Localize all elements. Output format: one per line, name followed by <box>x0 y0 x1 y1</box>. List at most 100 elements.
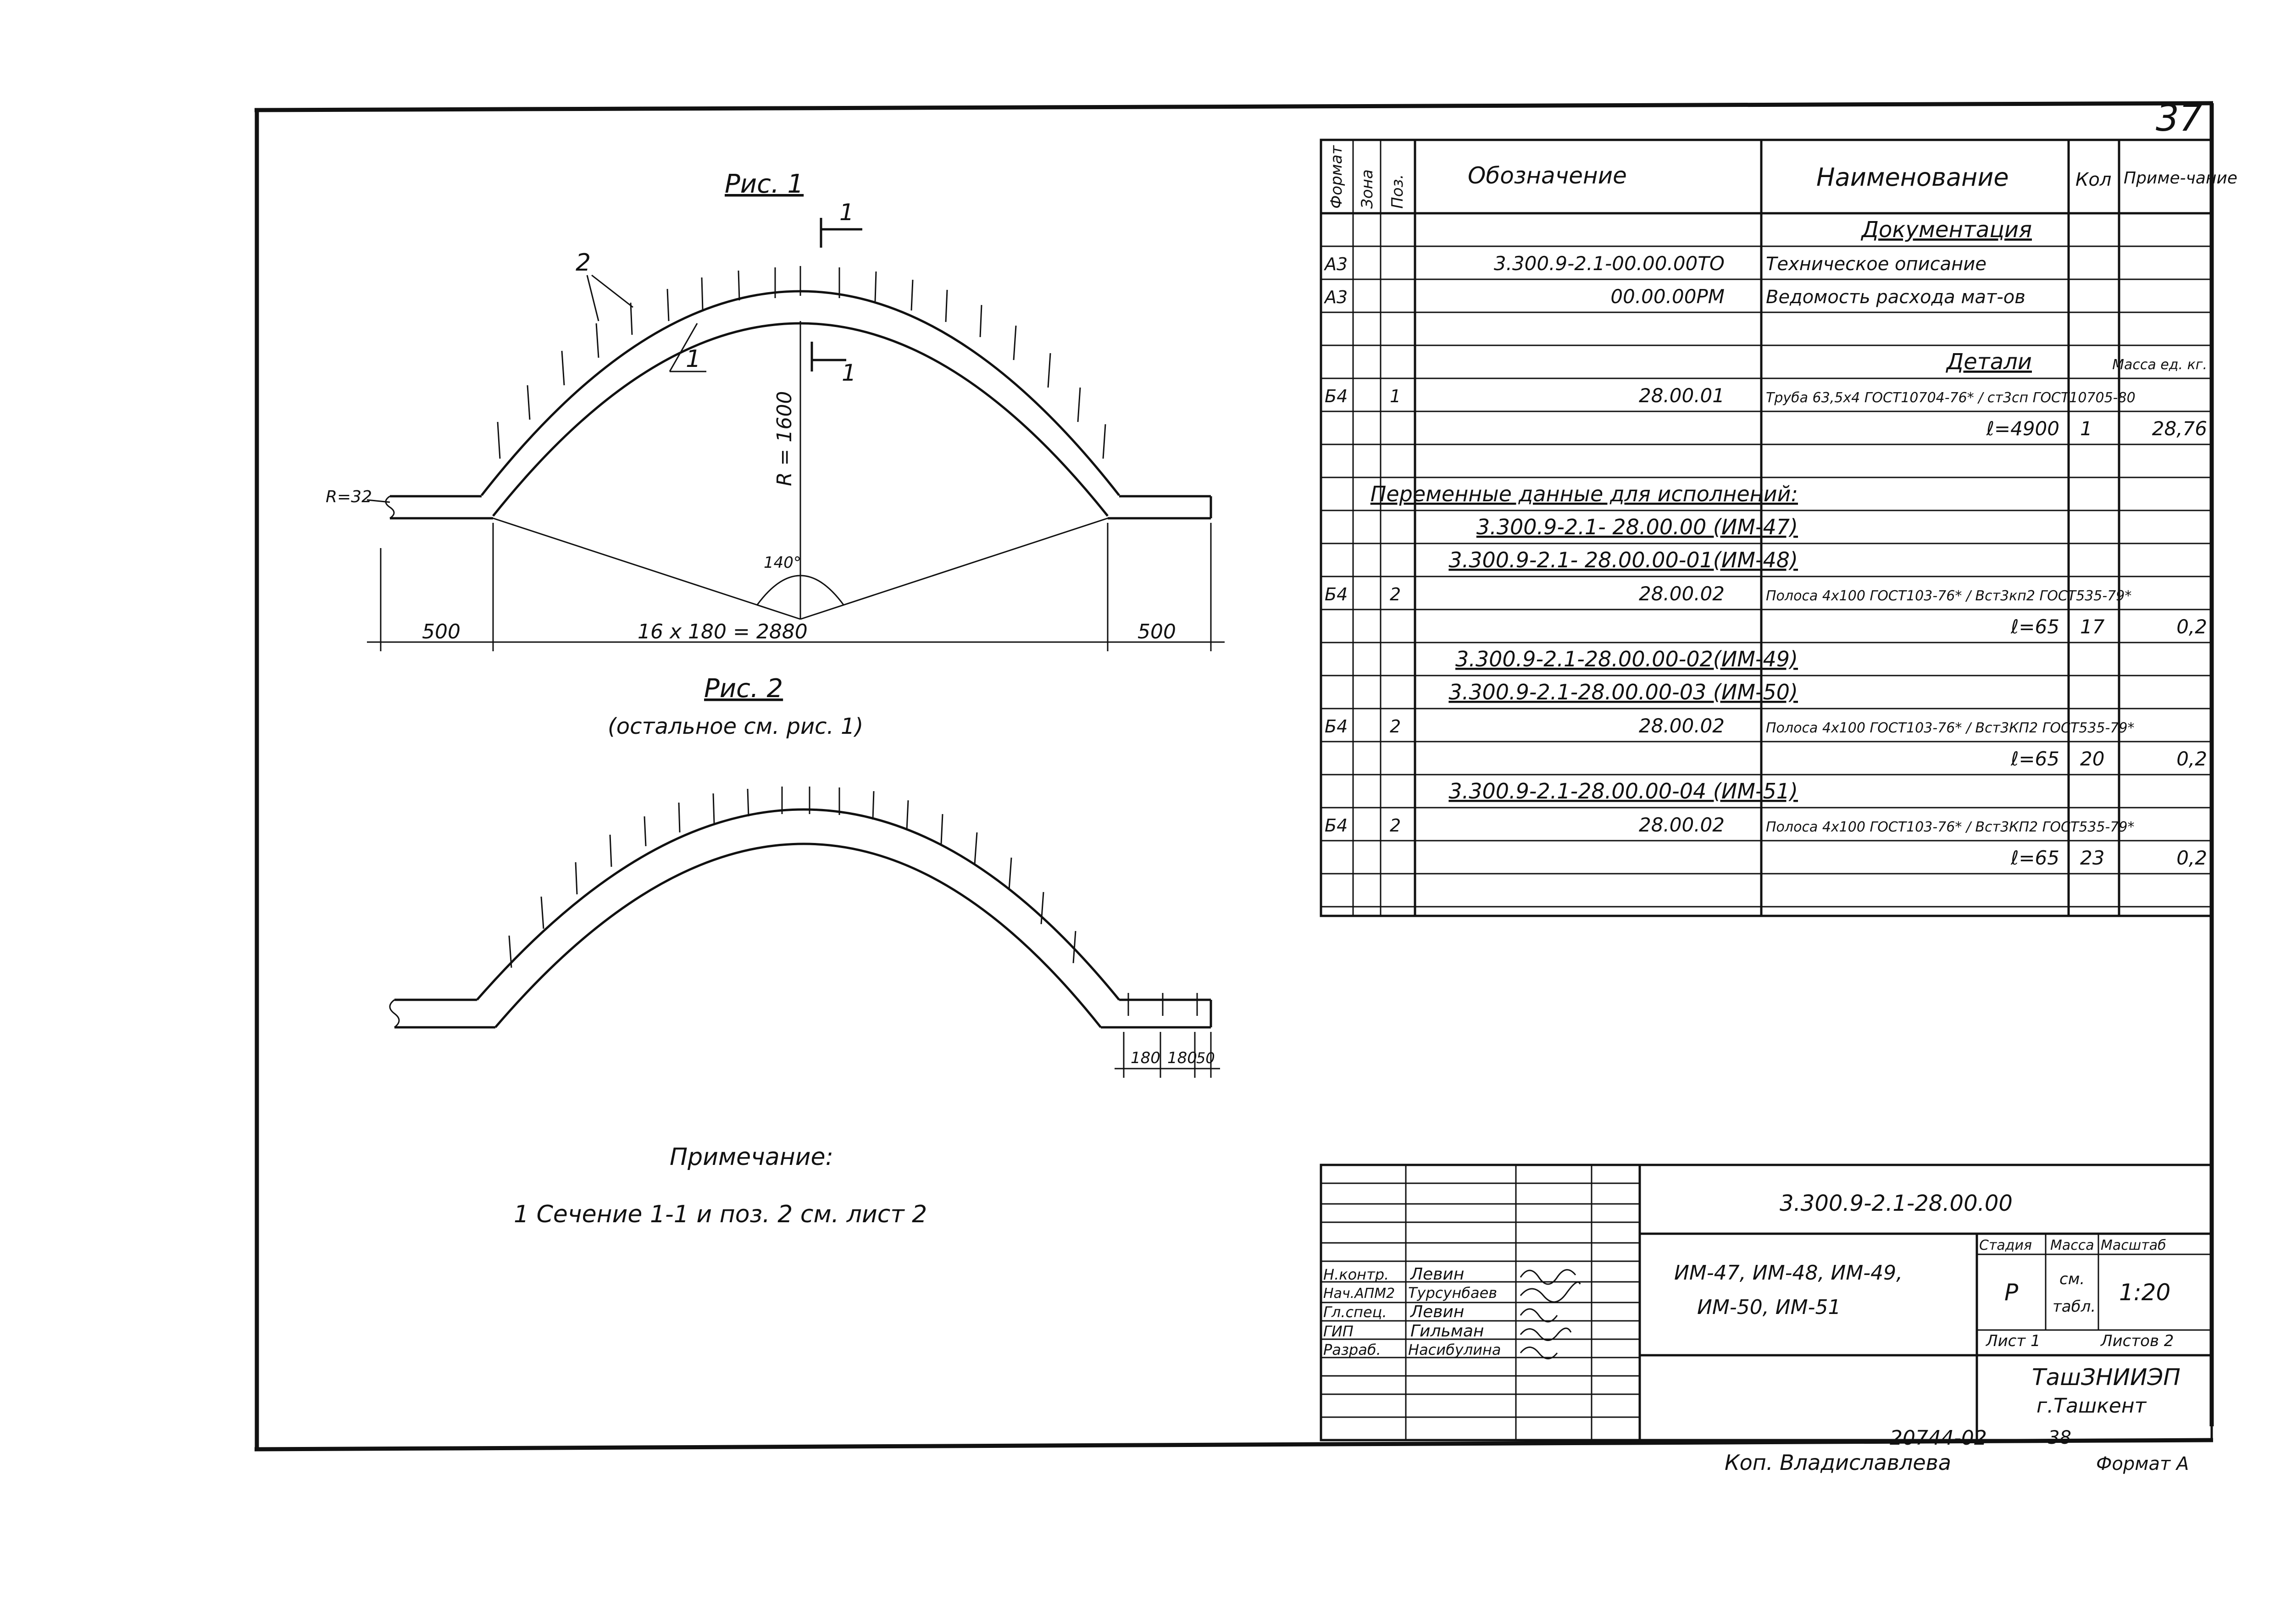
cell-name: Труба 63,5х4 ГОСТ10704-76* / ст3сп ГОСТ1… <box>1766 390 2136 406</box>
role-1: Н.контр. <box>1323 1266 1389 1283</box>
name-3: Левин <box>1409 1303 1464 1321</box>
scale-value: 1:20 <box>2119 1279 2170 1306</box>
code-2: 38 <box>2048 1427 2071 1448</box>
cell-name: Техническое описание <box>1766 254 1986 275</box>
header-pos: Поз. <box>1388 174 1407 209</box>
frame-bottom <box>254 1438 2214 1452</box>
cell-section-title: Документация <box>1860 217 2032 243</box>
cell-name: Полоса 4х100 ГОСТ103-76* / Вст3КП2 ГОСТ5… <box>1766 720 2135 736</box>
fig2-dim-3: 50 <box>1196 1049 1215 1067</box>
angle-label: 140° <box>764 554 801 572</box>
stage-label: Стадия <box>1979 1237 2032 1253</box>
order-number: 20744-02 <box>1890 1426 1987 1450</box>
copied-by: Коп. Владиславлева <box>1725 1450 1951 1475</box>
org-line-1: ТашЗНИИЭП <box>2032 1364 2181 1391</box>
cell-format: Б4 <box>1325 584 1348 604</box>
frame-top <box>254 101 2214 112</box>
header-name: Наименование <box>1816 163 2009 192</box>
fig2-dim-1: 180 <box>1131 1049 1160 1067</box>
fig2-dim-2: 180 <box>1167 1049 1197 1067</box>
dim-left: 500 <box>422 620 461 643</box>
role-2: Нач.АПМ2 <box>1323 1286 1395 1302</box>
name-5: Насибулина <box>1408 1341 1501 1358</box>
cell-qty: 1 <box>2080 417 2092 440</box>
section-mark-bottom: 1 <box>842 360 856 386</box>
cell-qty: 23 <box>2080 847 2104 869</box>
small-radius: R=32 <box>326 488 372 506</box>
format-label: Формат А <box>2096 1453 2189 1474</box>
cell-designation: 00.00.00РМ <box>1610 285 1725 308</box>
header-zone: Зона <box>1358 169 1376 209</box>
cell-note: 0,2 <box>2176 748 2207 770</box>
product-line-1: ИМ-47, ИМ-48, ИМ-49, <box>1674 1261 1903 1285</box>
fig2-title: Рис. 2 <box>704 674 783 704</box>
cell-note: 0,2 <box>2176 615 2207 638</box>
cell-length: ℓ=65 <box>2010 748 2059 770</box>
cell-designation: 28.00.02 <box>1639 582 1725 605</box>
cell-note: 28,76 <box>2152 417 2207 440</box>
cell-designation: 28.00.02 <box>1639 715 1725 737</box>
specification-table: Формат Зона Поз. Обозначение Наименование Кол… <box>1320 139 2237 917</box>
role-5: Разраб. <box>1323 1341 1381 1358</box>
note-title: Примечание: <box>670 1143 833 1171</box>
header-qty: Кол <box>2075 169 2111 190</box>
mass-line-2: табл. <box>2053 1297 2096 1316</box>
cell-length: ℓ=4900 <box>1986 417 2059 440</box>
cell-format: Б4 <box>1325 386 1348 406</box>
sheet-label: Лист 1 <box>1985 1332 2041 1350</box>
cell-variant: 3.300.9-2.1- 28.00.00 (ИМ-47) <box>1476 515 1798 539</box>
stage-value: Р <box>2004 1279 2019 1306</box>
cell-designation: 3.300.9-2.1-00.00.00ТО <box>1494 252 1725 275</box>
cell-length: ℓ=65 <box>2010 847 2059 869</box>
product-line-2: ИМ-50, ИМ-51 <box>1697 1296 1841 1319</box>
cell-note: Масса ед. кг. <box>2112 357 2207 373</box>
cell-name: Полоса 4х100 ГОСТ103-76* / Вст3КП2 ГОСТ5… <box>1766 819 2135 835</box>
header-designation: Обозначение <box>1468 162 1627 189</box>
cell-variant: 3.300.9-2.1-28.00.00-04 (ИМ-51) <box>1448 779 1798 804</box>
cell-length: ℓ=65 <box>2010 615 2059 638</box>
cell-section-title: Детали <box>1946 349 2032 375</box>
mass-label: Масса <box>2050 1237 2094 1253</box>
fig1-title: Рис. 1 <box>725 169 804 199</box>
role-4: ГИП <box>1323 1323 1354 1340</box>
cell-format: А3 <box>1323 287 1348 307</box>
cell-qty: 17 <box>2080 615 2105 638</box>
mass-line-1: см. <box>2059 1270 2085 1288</box>
sheets-label: Листов 2 <box>2100 1332 2174 1350</box>
header-format: Формат <box>1327 145 1346 209</box>
cell-pos: 2 <box>1390 584 1401 604</box>
org-line-2: г.Ташкент <box>2036 1394 2147 1418</box>
cell-pos: 2 <box>1390 716 1401 737</box>
name-1: Левин <box>1409 1265 1464 1284</box>
cell-variant: 3.300.9-2.1-28.00.00-03 (ИМ-50) <box>1448 680 1798 704</box>
dim-mid: 16 x 180 = 2880 <box>638 620 808 643</box>
cell-format: Б4 <box>1325 716 1348 737</box>
note-text: 1 Сечение 1-1 и поз. 2 см. лист 2 <box>514 1201 927 1228</box>
figure-1: Рис. 1 1 1 2 1 <box>326 169 1225 651</box>
cell-pos: 1 <box>1390 386 1401 406</box>
cell-variant: 3.300.9-2.1- 28.00.00-01(ИМ-48) <box>1448 548 1798 572</box>
cell-designation: 28.00.01 <box>1639 384 1725 407</box>
doc-code: 3.300.9-2.1-28.00.00 <box>1780 1191 2013 1216</box>
fig2-subtitle: (остальное см. рис. 1) <box>608 714 863 739</box>
cell-format: Б4 <box>1325 815 1348 836</box>
cell-designation: 28.00.02 <box>1639 814 1725 836</box>
cell-note: 0,2 <box>2176 847 2207 869</box>
title-block: 3.300.9-2.1-28.00.00 ИМ-47, ИМ-48, ИМ-49… <box>1320 1164 2213 1441</box>
leader-2: 2 <box>576 249 591 277</box>
figure-2: Рис. 2 (остальное см. рис. 1) <box>389 674 1220 1078</box>
name-2: Турсунбаев <box>1408 1284 1497 1302</box>
studs-fig1 <box>497 266 1106 459</box>
header-note: Приме-чание <box>2124 169 2237 188</box>
role-3: Гл.спец. <box>1323 1303 1387 1321</box>
sheet-number: 37 <box>2156 97 2203 139</box>
cell-variant: Переменные данные для исполнений: <box>1370 482 1798 506</box>
cell-variant: 3.300.9-2.1-28.00.00-02(ИМ-49) <box>1455 647 1798 671</box>
dim-right: 500 <box>1137 620 1176 643</box>
cell-qty: 20 <box>2080 748 2104 770</box>
cell-pos: 2 <box>1390 815 1401 836</box>
cell-format: А3 <box>1323 254 1348 274</box>
name-4: Гильман <box>1410 1322 1484 1341</box>
signatures <box>1520 1269 1581 1359</box>
